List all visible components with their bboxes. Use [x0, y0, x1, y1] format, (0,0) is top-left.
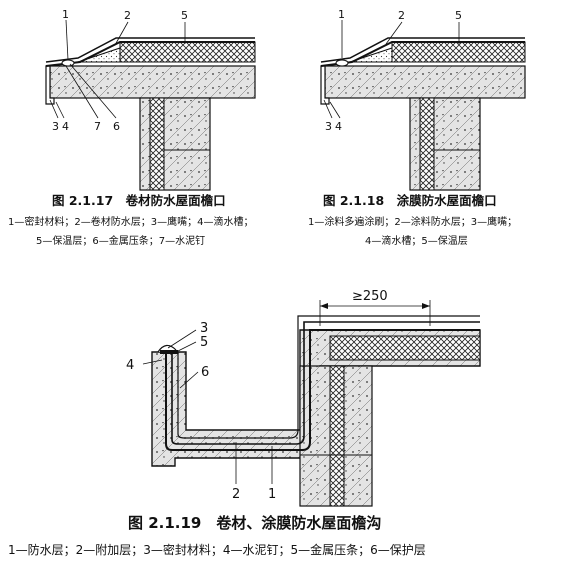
caption-title-18: 图 2.1.18 涂膜防水屋面檐口 [323, 193, 497, 208]
caption-legend-18-line2: 4—滴水槽；5—保温层 [365, 234, 468, 247]
callout-18-3: 3 [325, 120, 332, 133]
caption-title-19: 图 2.1.19 卷材、涂膜防水屋面檐沟 [128, 514, 381, 532]
caption-legend-17-line1: 1—密封材料；2—卷材防水层；3—鹰嘴；4—滴水槽； [8, 215, 253, 228]
callout-18-2: 2 [398, 9, 405, 22]
caption-legend-17-line2: 5—保温层；6—金属压条；7—水泥钉 [36, 234, 205, 247]
callout-17-2: 2 [124, 9, 131, 22]
gutter-drawing-19 [142, 300, 481, 507]
callout-19-6: 6 [201, 365, 209, 380]
callout-19-1: 1 [268, 487, 276, 502]
figure-2-1-17: 1 2 5 3 4 7 6 图 2.1.17 卷材防水屋面檐口 1—密封材料；2… [8, 8, 256, 247]
callout-19-4: 4 [126, 358, 134, 373]
callout-17-1: 1 [62, 8, 69, 21]
caption-legend-18-line1: 1—涂料多遍涂刷；2—涂料防水层；3—鹰嘴； [308, 215, 517, 228]
dimension-label-19: ≥250 [352, 289, 388, 304]
figure-2-1-19: ≥250 3 5 4 6 2 1 图 2.1.19 卷材、涂膜防水屋面檐沟 1—… [8, 289, 481, 557]
figure-2-1-18: 1 2 5 3 4 图 2.1.18 涂膜防水屋面檐口 1—涂料多遍涂刷；2—涂… [308, 8, 526, 247]
caption-legend-19: 1—防水层；2—附加层；3—密封材料；4—水泥钉；5—金属压条；6—保护层 [8, 542, 426, 557]
callout-17-5: 5 [181, 9, 188, 22]
caption-title-17: 图 2.1.17 卷材防水屋面檐口 [52, 193, 226, 208]
callout-17-7: 7 [94, 120, 101, 133]
callout-18-1: 1 [338, 8, 345, 21]
callout-17-3: 3 [52, 120, 59, 133]
callout-19-2: 2 [232, 487, 240, 502]
callout-18-4: 4 [335, 120, 342, 133]
callout-18-5: 5 [455, 9, 462, 22]
eave-drawing-17 [45, 19, 256, 191]
callout-17-6: 6 [113, 120, 120, 133]
eave-drawing-18 [320, 20, 526, 191]
callout-17-4: 4 [62, 120, 69, 133]
callout-19-3: 3 [200, 321, 208, 336]
callout-19-5: 5 [200, 335, 208, 350]
